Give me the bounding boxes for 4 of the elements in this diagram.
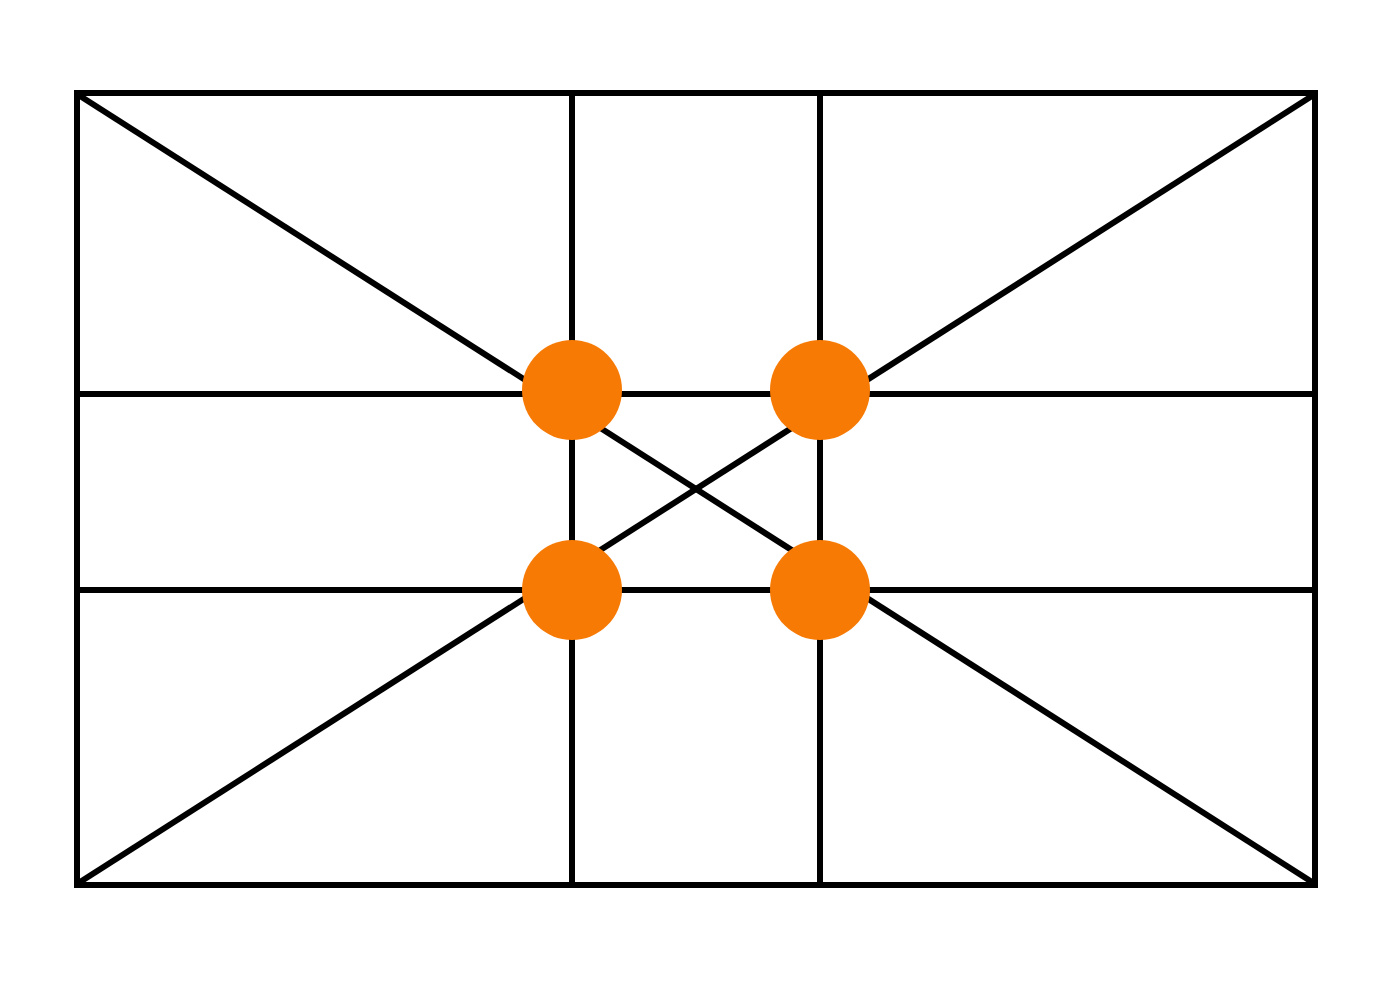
intersection-dot (770, 340, 870, 440)
intersection-dot (522, 540, 622, 640)
intersection-dot (770, 540, 870, 640)
intersection-dot (522, 340, 622, 440)
